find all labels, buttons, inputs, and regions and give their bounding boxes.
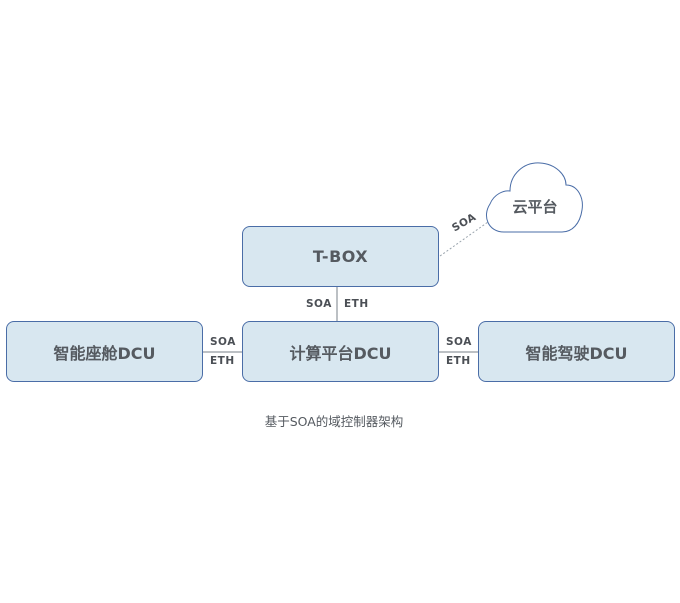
tbox-compute-soa-label: SOA <box>306 298 332 310</box>
cloud-platform-label: 云平台 <box>512 198 558 216</box>
compute-adas-eth-label: ETH <box>446 355 471 367</box>
tbox-compute-eth-label: ETH <box>344 298 369 310</box>
cloud-shape <box>486 162 583 233</box>
cockpit-compute-eth-label: ETH <box>210 355 235 367</box>
tbox-cloud-link <box>439 221 489 257</box>
tbox-label: T-BOX <box>312 247 369 266</box>
compute-platform-node: 计算平台DCU <box>242 321 439 382</box>
smart-driving-node: 智能驾驶DCU <box>478 321 675 382</box>
smart-cockpit-label: 智能座舱DCU <box>53 343 156 363</box>
smart-cockpit-node: 智能座舱DCU <box>6 321 203 382</box>
tbox-node: T-BOX <box>242 226 439 287</box>
cockpit-compute-soa-label: SOA <box>210 336 236 348</box>
compute-adas-soa-label: SOA <box>446 336 472 348</box>
compute-platform-label: 计算平台DCU <box>289 343 392 363</box>
diagram-caption: 基于SOA的域控制器架构 <box>264 414 404 429</box>
smart-driving-label: 智能驾驶DCU <box>525 343 628 363</box>
